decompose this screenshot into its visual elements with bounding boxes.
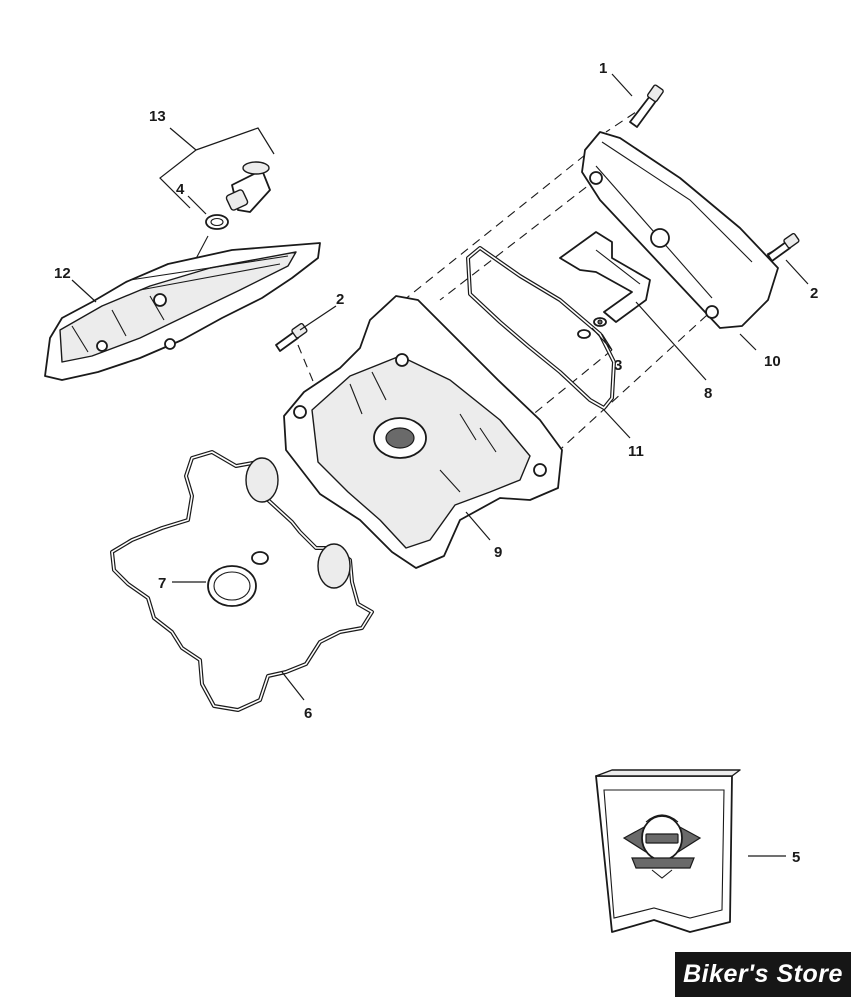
callout-2-right: 2 [810,285,818,302]
callout-1: 1 [599,60,607,77]
callout-8: 8 [704,385,712,402]
callout-9: 9 [494,544,502,561]
callout-2-left: 2 [336,291,344,308]
callout-4: 4 [176,181,185,198]
callout-6: 6 [304,705,312,722]
washer-parts [577,317,607,339]
callout-13: 13 [149,108,166,125]
spark-plug-seal-part [207,551,269,607]
bikers-store-watermark: Biker's Store [675,952,851,997]
callout-3: 3 [614,357,622,374]
breather-valve-part [189,161,271,271]
callout-11: 11 [628,443,644,460]
callout-5: 5 [792,849,800,866]
lower-gasket-part [110,450,374,712]
outer-cover-part [581,131,779,329]
rocker-cover-part [283,295,563,569]
leader-lines [71,73,809,857]
cover-gasket-part [466,246,616,410]
callout-12: 12 [54,265,71,282]
upper-cover-part [44,242,321,381]
bolt-part-2-left [275,322,308,352]
callout-labels: 1 13 4 12 2 2 3 10 8 11 9 7 6 5 [54,60,818,866]
bracket-part [559,231,651,323]
bolt-part-2-right [767,232,800,262]
bolt-part-1 [629,84,664,128]
callout-10: 10 [764,353,781,370]
callout-7: 7 [158,575,166,592]
motor-parts-logo [622,814,702,879]
genuine-parts-box [595,769,741,933]
